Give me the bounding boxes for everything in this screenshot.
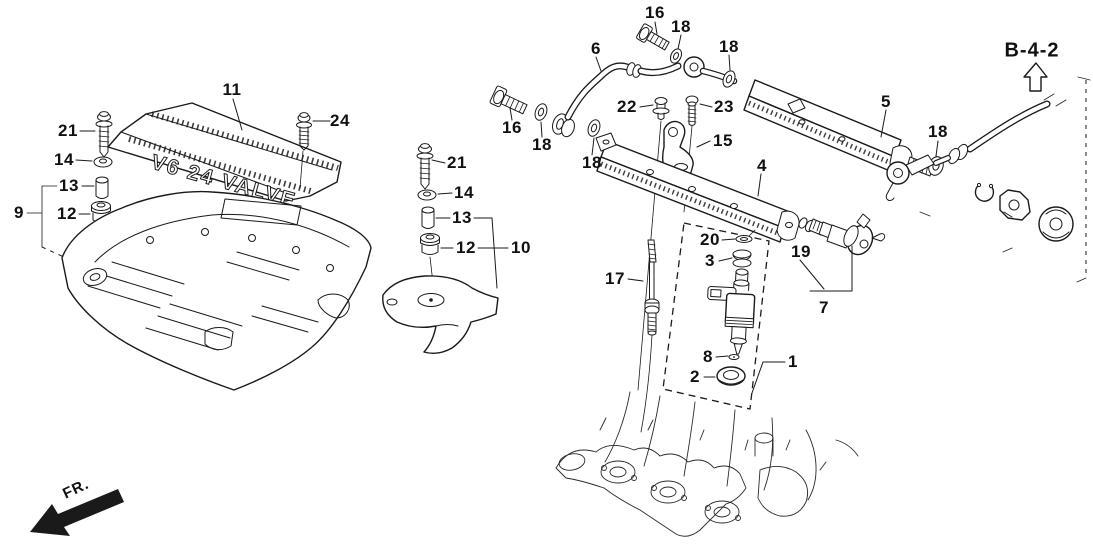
engine-cover-lower bbox=[61, 190, 372, 391]
callout-16-left: 16 bbox=[502, 118, 522, 137]
harness-bracket-10 bbox=[382, 275, 499, 355]
intake-manifold bbox=[555, 391, 859, 537]
callout-18-e: 18 bbox=[928, 122, 948, 141]
callout-7: 7 bbox=[819, 298, 829, 317]
callout-23: 23 bbox=[714, 97, 734, 116]
bolt-24 bbox=[296, 112, 312, 189]
washer-18-d bbox=[587, 119, 601, 137]
washer-14-left bbox=[93, 156, 113, 168]
callout-21-left: 21 bbox=[58, 121, 78, 140]
sensor-cap bbox=[1038, 206, 1074, 242]
fuel-hose-assembly bbox=[885, 93, 1067, 202]
washer-18-a bbox=[534, 103, 548, 121]
callout-18-c: 18 bbox=[532, 135, 552, 154]
b42-arrow-icon bbox=[1023, 62, 1048, 92]
callout-3: 3 bbox=[705, 251, 715, 270]
callout-2: 2 bbox=[690, 367, 700, 386]
callout-5: 5 bbox=[881, 92, 891, 111]
callout-12-left: 12 bbox=[57, 204, 77, 223]
callout-11: 11 bbox=[222, 80, 242, 99]
pressure-sensor bbox=[999, 189, 1031, 221]
callout-12-mid: 12 bbox=[456, 238, 476, 257]
fuel-injector-1 bbox=[707, 268, 756, 355]
leader-lines bbox=[75, 21, 939, 394]
callout-20: 20 bbox=[700, 230, 720, 249]
stud-17 bbox=[640, 239, 660, 433]
callout-8: 8 bbox=[703, 347, 713, 366]
callout-18-d: 18 bbox=[582, 153, 602, 172]
sensor-circlip bbox=[974, 182, 995, 202]
callout-14-left: 14 bbox=[54, 150, 74, 169]
tip-seal-8 bbox=[728, 354, 740, 360]
pressure-regulator-7 bbox=[798, 213, 886, 256]
banjo-bolt-16-left bbox=[489, 85, 528, 115]
callout-13-mid: 13 bbox=[452, 208, 472, 227]
fuel-rail-front-4 bbox=[595, 132, 800, 243]
callout-10: 10 bbox=[511, 238, 531, 257]
callout-21-mid: 21 bbox=[447, 153, 467, 172]
callout-24: 24 bbox=[330, 111, 350, 130]
fuel-rail-rear-5 bbox=[743, 79, 934, 177]
reference-label-b42: B-4-2 bbox=[1004, 39, 1060, 62]
pipe-end-fitting bbox=[552, 113, 575, 138]
callout-15: 15 bbox=[713, 131, 733, 150]
callout-18-b: 18 bbox=[719, 37, 739, 56]
collar-13-left bbox=[95, 176, 109, 199]
view-boundary-dashes bbox=[919, 76, 1091, 283]
fr-direction-arrow bbox=[30, 489, 124, 536]
collar-13-mid bbox=[421, 206, 435, 229]
callout-17: 17 bbox=[605, 269, 625, 288]
banjo-bolt-16-top bbox=[636, 23, 670, 51]
seal-ring-2 bbox=[716, 366, 746, 386]
callout-6: 6 bbox=[591, 39, 601, 58]
callout-13-left: 13 bbox=[59, 176, 79, 195]
group-9-bracket bbox=[26, 185, 89, 269]
callout-18-a: 18 bbox=[671, 17, 691, 36]
fuel-pipe-6 bbox=[564, 56, 738, 121]
washer-14-mid bbox=[417, 189, 437, 201]
callout-16-top: 16 bbox=[645, 3, 665, 22]
bolt-21-left bbox=[95, 111, 113, 158]
callout-14-mid: 14 bbox=[454, 183, 474, 202]
callout-19: 19 bbox=[791, 242, 811, 261]
injector-assembly-box bbox=[662, 222, 770, 410]
callout-4: 4 bbox=[757, 156, 767, 175]
callout-22: 22 bbox=[617, 97, 637, 116]
seal-ring-20 bbox=[735, 235, 753, 243]
callout-1: 1 bbox=[788, 352, 798, 371]
washer-18-c bbox=[722, 70, 736, 88]
callout-9: 9 bbox=[14, 203, 24, 222]
washer-18-b bbox=[669, 48, 683, 64]
cushion-ring-3 bbox=[732, 249, 752, 268]
bolt-21-mid bbox=[416, 143, 434, 190]
